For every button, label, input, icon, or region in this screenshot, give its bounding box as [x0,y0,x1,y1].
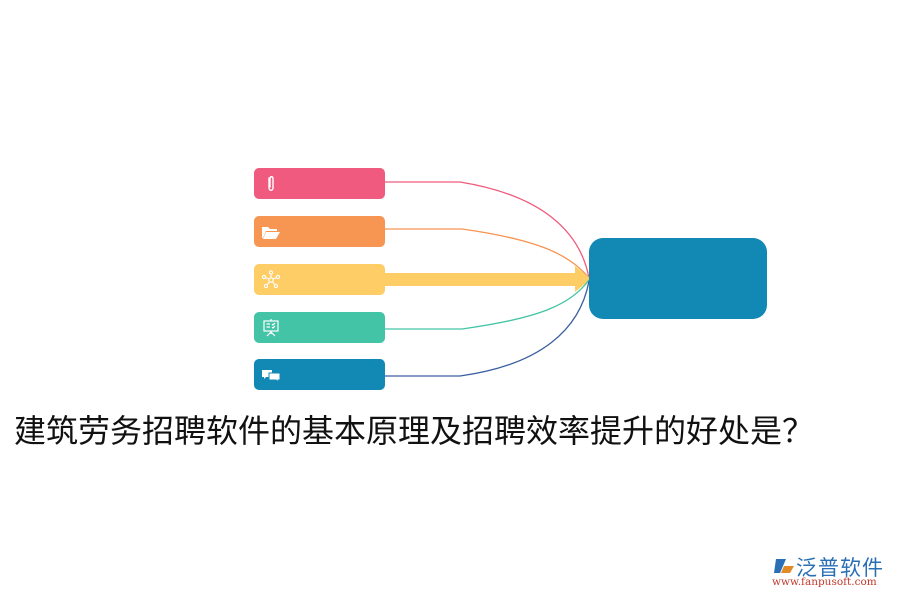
brand-logo: 泛普软件 www.fanpusoft.com [768,552,898,592]
connector-5 [385,280,590,377]
connector-2 [385,228,590,279]
folder-open-icon [262,227,280,239]
network-icon [261,270,281,289]
node-chat[interactable] [254,359,385,390]
connector-3-thick [385,273,579,286]
paperclip-icon [268,176,274,191]
node-network[interactable] [254,264,385,295]
node-folder[interactable] [254,216,385,247]
connector-1 [385,181,590,279]
arrow-head [575,266,591,292]
chat-bubbles-icon [262,370,281,384]
hub-node[interactable] [589,238,767,319]
fanpu-logo-icon [774,559,794,573]
page-title: 建筑劳务招聘软件的基本原理及招聘效率提升的好处是？ [14,412,815,450]
brand-url: www.fanpusoft.com [772,576,877,588]
presentation-board-icon [263,319,279,337]
node-attachment[interactable] [254,168,385,199]
node-presentation[interactable] [254,312,385,343]
connector-4 [385,279,590,330]
brand-name: 泛普软件 [796,556,884,580]
